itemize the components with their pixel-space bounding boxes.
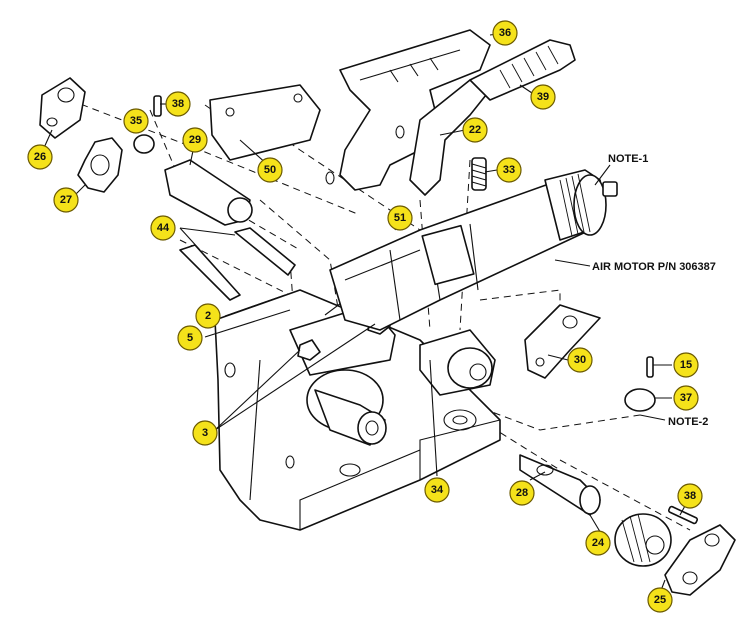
svg-text:30: 30 (574, 354, 586, 366)
motor-knurl (559, 173, 591, 237)
note-1-label: NOTE-1 (608, 153, 648, 165)
knob-knurl (621, 513, 651, 563)
callouts: 36 39 22 33 50 38 35 29 26 27 44 51 2 5 … (27, 20, 703, 613)
svg-text:26: 26 (34, 151, 46, 163)
callout-51: 51 (387, 205, 413, 231)
spring-33 (471, 157, 487, 191)
svg-text:44: 44 (157, 222, 170, 234)
svg-text:3: 3 (202, 427, 208, 439)
callout-24: 24 (585, 530, 611, 556)
svg-text:28: 28 (516, 487, 528, 499)
base-housing (214, 289, 501, 531)
svg-text:38: 38 (172, 98, 184, 110)
svg-text:25: 25 (654, 594, 666, 606)
svg-text:15: 15 (680, 359, 692, 371)
callout-5: 5 (177, 325, 203, 351)
svg-text:27: 27 (60, 194, 72, 206)
callout-35: 35 (123, 108, 149, 134)
svg-text:51: 51 (394, 212, 406, 224)
callout-3: 3 (192, 420, 218, 446)
callout-38-top: 38 (165, 91, 191, 117)
air-motor (329, 169, 618, 331)
left-small-parts (39, 77, 296, 301)
callout-34: 34 (424, 477, 450, 503)
svg-text:38: 38 (684, 490, 696, 502)
svg-text:2: 2 (205, 310, 211, 322)
callout-36: 36 (492, 20, 518, 46)
leader-lines (42, 32, 687, 594)
plate-50 (209, 84, 321, 161)
right-parts (519, 304, 736, 596)
callout-38-bottom: 38 (677, 483, 703, 509)
callout-25: 25 (647, 587, 673, 613)
callout-30: 30 (567, 347, 593, 373)
callout-2: 2 (195, 303, 221, 329)
callout-39: 39 (530, 84, 556, 110)
callout-50: 50 (257, 157, 283, 183)
callout-44: 44 (150, 215, 176, 241)
svg-text:35: 35 (130, 115, 142, 127)
callout-37: 37 (673, 385, 699, 411)
svg-text:34: 34 (431, 484, 444, 496)
callout-29: 29 (182, 127, 208, 153)
svg-text:24: 24 (592, 537, 605, 549)
callout-28: 28 (509, 480, 535, 506)
note-2-label: NOTE-2 (668, 416, 708, 428)
svg-text:22: 22 (469, 124, 481, 136)
air-motor-label: AIR MOTOR P/N 306387 (592, 261, 716, 273)
callout-15: 15 (673, 352, 699, 378)
grip-knurl (499, 45, 559, 89)
callout-22: 22 (462, 117, 488, 143)
svg-text:29: 29 (189, 134, 201, 146)
svg-text:50: 50 (264, 164, 276, 176)
callout-33: 33 (496, 157, 522, 183)
svg-text:33: 33 (503, 164, 515, 176)
svg-text:36: 36 (499, 27, 511, 39)
svg-text:5: 5 (187, 332, 193, 344)
svg-text:37: 37 (680, 392, 692, 404)
callout-26: 26 (27, 144, 53, 170)
handle-36 (325, 29, 491, 191)
trigger-lever (409, 39, 576, 196)
callout-27: 27 (53, 187, 79, 213)
svg-text:39: 39 (537, 91, 549, 103)
notes: NOTE-1 AIR MOTOR P/N 306387 NOTE-2 (592, 153, 716, 428)
